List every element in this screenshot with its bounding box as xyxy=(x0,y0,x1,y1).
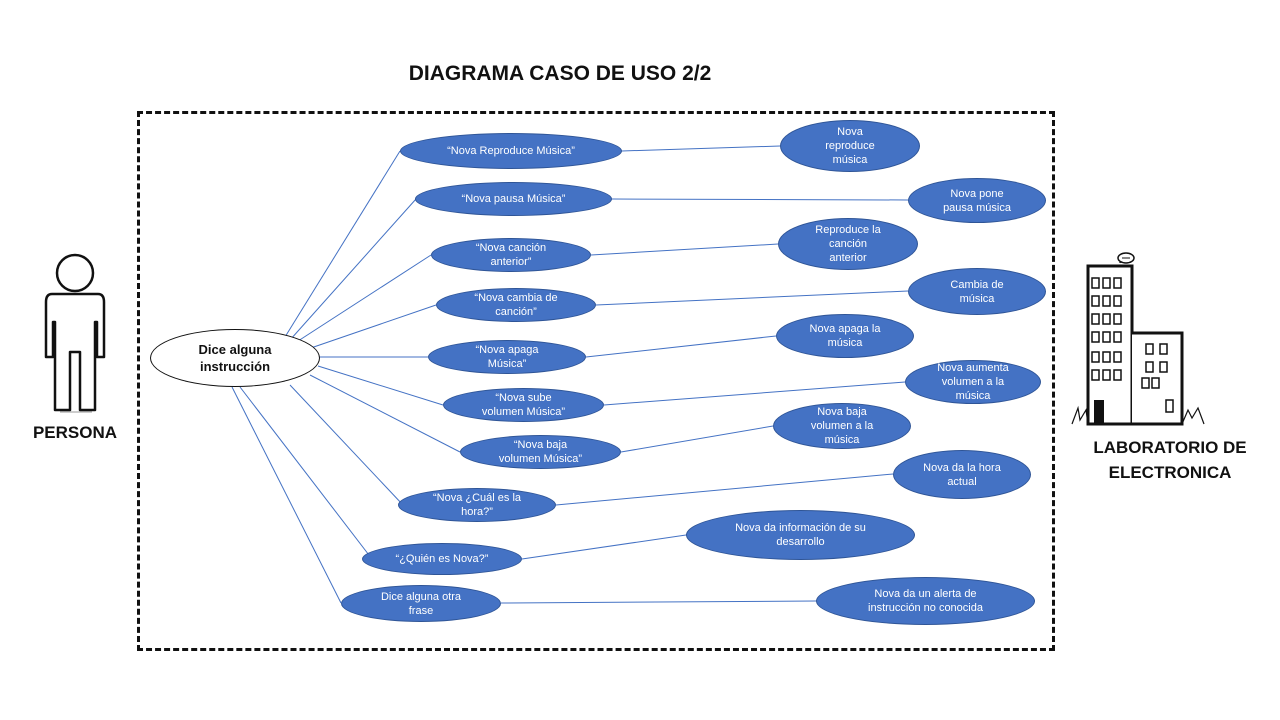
laboratory-actor-label: LABORATORIO DE ELECTRONICA xyxy=(1093,438,1247,482)
response-use-case: Nova da información de su desarrollo xyxy=(686,510,915,560)
command-label: Dice alguna otra frase xyxy=(380,590,462,617)
command-use-case: Dice alguna otra frase xyxy=(341,585,501,622)
command-use-case: “Nova pausa Música” xyxy=(415,182,612,216)
command-use-case: “¿Quién es Nova?” xyxy=(362,543,522,575)
association-line xyxy=(603,381,906,406)
command-label: “Nova canción anterior” xyxy=(475,242,547,268)
association-line xyxy=(317,365,444,406)
response-label: Nova apaga la música xyxy=(809,323,881,349)
association-line xyxy=(590,243,779,256)
response-label: Nova da la hora actual xyxy=(923,461,1001,488)
response-use-case: Reproduce la canción anterior xyxy=(778,218,918,270)
association-line xyxy=(621,145,781,152)
association-line xyxy=(521,534,687,560)
main-use-case-label: Dice alguna instrucción xyxy=(198,342,272,374)
association-line xyxy=(500,600,817,604)
response-label: Nova aumenta volumen a la música xyxy=(937,362,1009,402)
response-label: Nova da información de su desarrollo xyxy=(735,522,866,548)
command-use-case: “Nova baja volumen Música” xyxy=(460,435,621,469)
response-use-case: Nova aumenta volumen a la música xyxy=(905,360,1041,404)
response-use-case: Nova reproduce música xyxy=(780,120,920,172)
association-line xyxy=(284,150,401,338)
association-line xyxy=(620,425,774,453)
association-line xyxy=(289,384,404,506)
response-label: Nova da un alerta de instrucción no cono… xyxy=(868,588,983,614)
association-line xyxy=(289,198,417,341)
command-label: “Nova cambia de canción” xyxy=(474,292,558,318)
command-use-case: “Nova canción anterior” xyxy=(431,238,591,272)
association-line xyxy=(611,198,909,201)
main-use-case: Dice alguna instrucción xyxy=(150,329,320,387)
association-line xyxy=(239,386,373,560)
command-use-case: “Nova ¿Cuál es la hora?” xyxy=(398,488,556,522)
association-line xyxy=(555,473,894,506)
response-use-case: Nova da la hora actual xyxy=(893,450,1031,499)
response-use-case: Nova apaga la música xyxy=(776,314,914,358)
command-use-case: “Nova sube volumen Música” xyxy=(443,388,604,422)
response-use-case: Nova baja volumen a la música xyxy=(773,403,911,449)
response-label: Nova baja volumen a la música xyxy=(810,406,874,446)
association-line xyxy=(304,304,437,351)
command-label: “Nova Reproduce Música” xyxy=(447,145,575,157)
person-actor-label: PERSONA xyxy=(32,423,118,442)
association-line xyxy=(309,374,461,453)
person-actor-icon xyxy=(44,253,106,413)
command-label: “Nova apaga Música” xyxy=(475,344,539,370)
response-label: Nova reproduce música xyxy=(825,126,875,166)
command-use-case: “Nova apaga Música” xyxy=(428,340,586,374)
response-use-case: Cambia de música xyxy=(908,268,1046,315)
system-boundary xyxy=(137,111,1055,651)
association-line xyxy=(231,386,342,604)
command-label: “Nova sube volumen Música” xyxy=(481,392,566,418)
association-line xyxy=(585,335,777,358)
command-use-case: “Nova Reproduce Música” xyxy=(400,133,622,169)
association-line xyxy=(294,254,432,344)
response-label: Nova pone pausa música xyxy=(943,187,1011,214)
association-line xyxy=(595,290,909,306)
command-label: “Nova baja volumen Música” xyxy=(498,439,583,465)
response-use-case: Nova pone pausa música xyxy=(908,178,1046,223)
command-label: “Nova ¿Cuál es la hora?” xyxy=(432,492,522,518)
laboratory-building-icon xyxy=(1071,252,1205,426)
response-use-case: Nova da un alerta de instrucción no cono… xyxy=(816,577,1035,625)
command-label: “¿Quién es Nova?” xyxy=(395,553,489,565)
response-label: Cambia de música xyxy=(950,278,1004,305)
command-label: “Nova pausa Música” xyxy=(461,193,566,205)
command-use-case: “Nova cambia de canción” xyxy=(436,288,596,322)
diagram-title: DIAGRAMA CASO DE USO 2/2 xyxy=(408,62,712,85)
response-label: Reproduce la canción anterior xyxy=(815,224,881,264)
